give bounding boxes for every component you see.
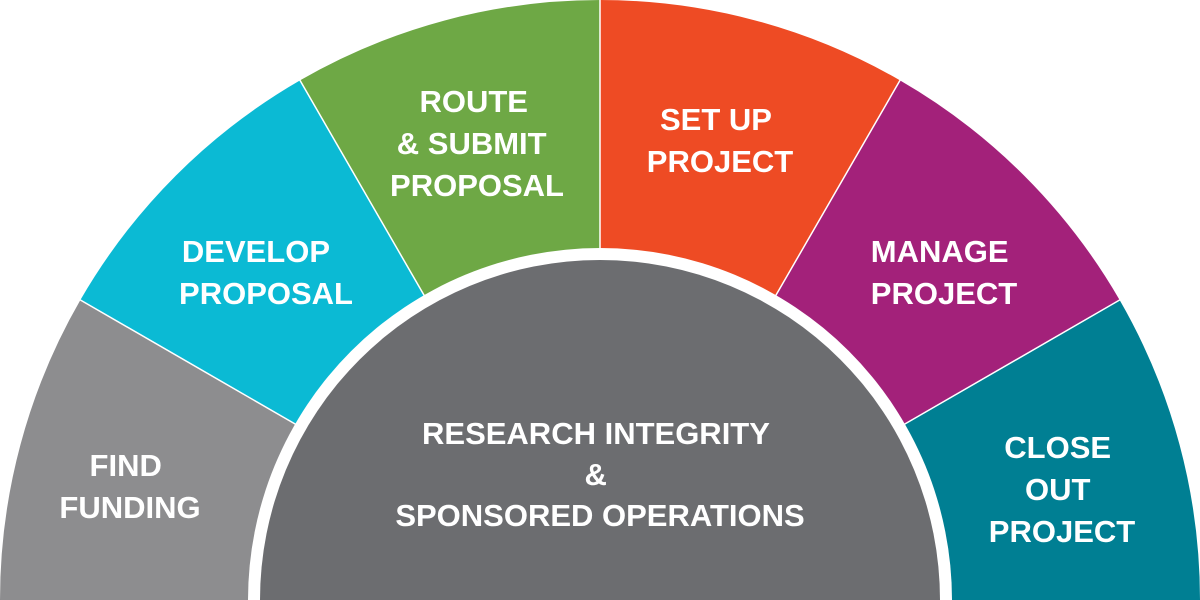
segment-manage-project[interactable] xyxy=(770,80,1120,430)
segment-divider xyxy=(78,298,306,431)
segment-divider xyxy=(769,78,902,306)
center-label: RESEARCH INTEGRITY & SPONSORED OPERATION… xyxy=(395,416,804,533)
segment-divider xyxy=(894,298,1122,431)
segment-route-submit-proposal[interactable] xyxy=(300,0,600,306)
segment-close-out-project[interactable] xyxy=(894,300,1200,600)
label-manage-project: MANAGE PROJECT xyxy=(871,234,1017,311)
segment-divider xyxy=(298,78,431,306)
segment-dividers xyxy=(78,0,1122,431)
segment-develop-proposal[interactable] xyxy=(80,80,430,430)
label-find-funding: FIND FUNDING xyxy=(59,448,200,525)
label-close-out-project: CLOSE OUT PROJECT xyxy=(989,430,1135,549)
label-route-submit-proposal: ROUTE & SUBMIT PROPOSAL xyxy=(390,84,564,203)
label-set-up-project: SET UP PROJECT xyxy=(647,102,793,179)
segment-set-up-project[interactable] xyxy=(600,0,900,306)
segment-find-funding[interactable] xyxy=(0,300,306,600)
center-hub[interactable] xyxy=(260,260,940,600)
label-develop-proposal: DEVELOP PROPOSAL xyxy=(179,234,353,311)
